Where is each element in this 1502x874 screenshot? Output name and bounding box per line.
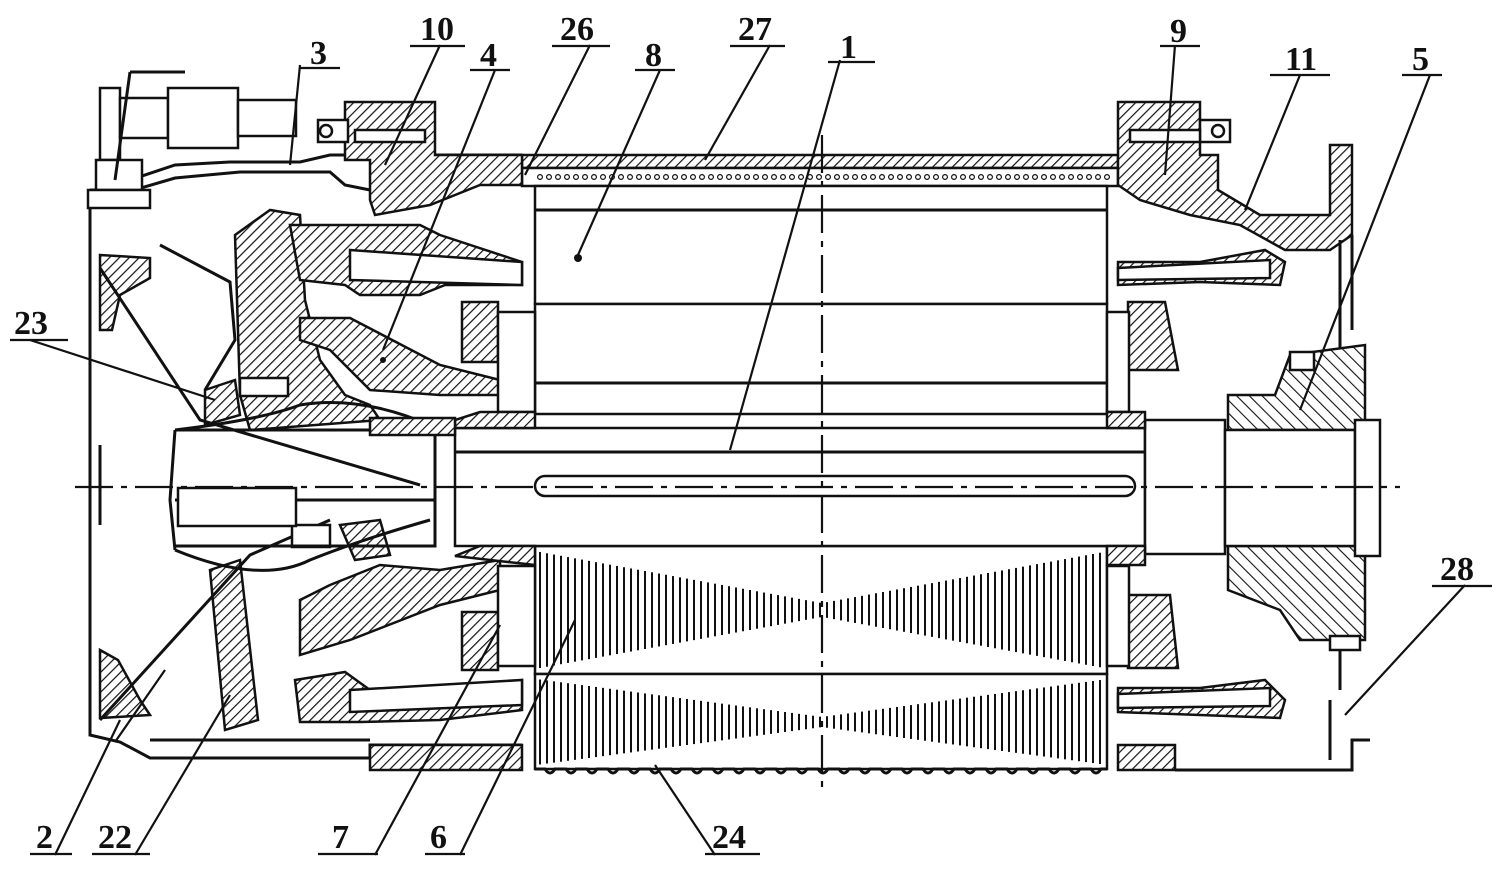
svg-text:9: 9 <box>1170 13 1187 50</box>
svg-text:6: 6 <box>430 819 447 856</box>
label-7: 7 <box>318 819 378 856</box>
label-8: 8 <box>635 37 675 74</box>
svg-text:5: 5 <box>1412 41 1429 78</box>
label-2: 2 <box>30 819 72 856</box>
label-9: 9 <box>1160 13 1200 50</box>
label-11: 11 <box>1270 41 1330 78</box>
label-26: 26 <box>552 11 610 48</box>
label-4: 4 <box>470 37 510 74</box>
svg-text:11: 11 <box>1285 41 1317 78</box>
label-1: 1 <box>828 29 875 66</box>
label-5: 5 <box>1402 41 1442 78</box>
svg-text:2: 2 <box>36 819 53 856</box>
svg-text:10: 10 <box>420 11 454 48</box>
label-23: 23 <box>10 305 68 342</box>
label-3: 3 <box>300 35 340 72</box>
svg-text:3: 3 <box>310 35 327 72</box>
coupling-right <box>1225 345 1380 650</box>
svg-text:23: 23 <box>14 305 48 342</box>
svg-text:1: 1 <box>840 29 857 66</box>
svg-text:4: 4 <box>480 37 497 74</box>
svg-text:26: 26 <box>560 11 594 48</box>
svg-text:8: 8 <box>645 37 662 74</box>
svg-text:27: 27 <box>738 11 772 48</box>
svg-text:24: 24 <box>712 819 746 856</box>
label-27: 27 <box>730 11 785 48</box>
label-6: 6 <box>425 819 465 856</box>
label-28: 28 <box>1432 551 1492 588</box>
label-22: 22 <box>92 819 150 856</box>
svg-text:22: 22 <box>98 819 132 856</box>
svg-text:7: 7 <box>332 819 349 856</box>
svg-text:28: 28 <box>1440 551 1474 588</box>
label-24: 24 <box>705 819 760 856</box>
cable-connector <box>88 72 296 208</box>
label-10: 10 <box>410 11 465 48</box>
